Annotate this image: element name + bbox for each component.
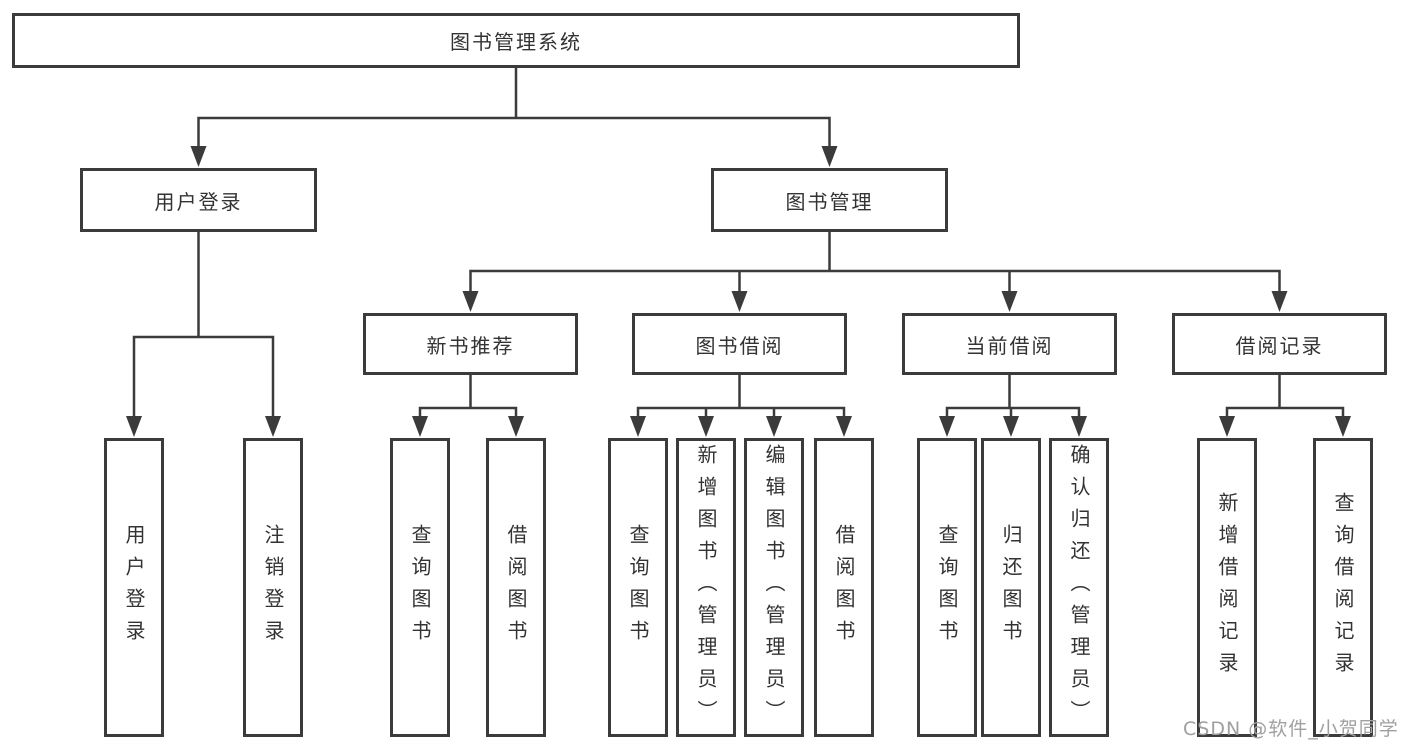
node-leaf-nbr-search-books-label: 查询图书 [408,523,432,652]
node-leaf-bb-edit-books-label: 编辑图书（管理员） [762,443,786,732]
node-leaf-br-add-record: 新增借阅记录 [1197,438,1257,737]
node-leaf-br-search-record-label: 查询借阅记录 [1331,491,1355,684]
csdn-watermark: CSDN @软件_小贺同学 [1183,718,1399,740]
node-leaf-bb-edit-books: 编辑图书（管理员） [744,438,804,737]
node-user-login-label: 用户登录 [154,189,243,214]
node-book-borrowing: 图书借阅 [632,313,847,375]
node-leaf-user-login-label: 用户登录 [122,523,146,652]
node-leaf-logout: 注销登录 [243,438,303,737]
node-user-login: 用户登录 [80,168,317,232]
node-leaf-nbr-search-books: 查询图书 [390,438,450,737]
node-borrowing-records-label: 借阅记录 [1235,333,1324,358]
node-leaf-br-search-record: 查询借阅记录 [1313,438,1373,737]
node-book-management-label: 图书管理 [785,189,874,214]
node-root-label: 图书管理系统 [450,30,582,54]
node-leaf-cb-confirm-return: 确认归还（管理员） [1049,438,1109,737]
node-leaf-bb-search-books-label: 查询图书 [626,523,650,652]
node-borrowing-records: 借阅记录 [1172,313,1387,375]
node-leaf-bb-add-books: 新增图书（管理员） [676,438,736,737]
node-current-borrowing-label: 当前借阅 [965,333,1054,358]
node-new-book-recommend-label: 新书推荐 [426,333,515,358]
node-current-borrowing: 当前借阅 [902,313,1117,375]
node-book-management: 图书管理 [711,168,948,232]
node-new-book-recommend: 新书推荐 [363,313,578,375]
node-leaf-nbr-borrow-books: 借阅图书 [486,438,546,737]
node-leaf-bb-search-books: 查询图书 [608,438,668,737]
node-leaf-cb-confirm-return-label: 确认归还（管理员） [1067,443,1091,732]
node-leaf-cb-search-books-label: 查询图书 [935,523,959,652]
node-leaf-cb-return-books: 归还图书 [981,438,1041,737]
node-root: 图书管理系统 [12,13,1020,68]
node-leaf-bb-borrow-books: 借阅图书 [814,438,874,737]
node-leaf-br-add-record-label: 新增借阅记录 [1215,491,1239,684]
node-leaf-bb-add-books-label: 新增图书（管理员） [694,443,718,732]
arrowheads [126,146,1351,437]
node-leaf-user-login: 用户登录 [104,438,164,737]
node-leaf-cb-return-books-label: 归还图书 [999,523,1023,652]
node-leaf-bb-borrow-books-label: 借阅图书 [832,523,856,652]
node-leaf-cb-search-books: 查询图书 [917,438,977,737]
node-book-borrowing-label: 图书借阅 [695,333,784,358]
node-leaf-logout-label: 注销登录 [261,523,285,652]
node-leaf-nbr-borrow-books-label: 借阅图书 [504,523,528,652]
